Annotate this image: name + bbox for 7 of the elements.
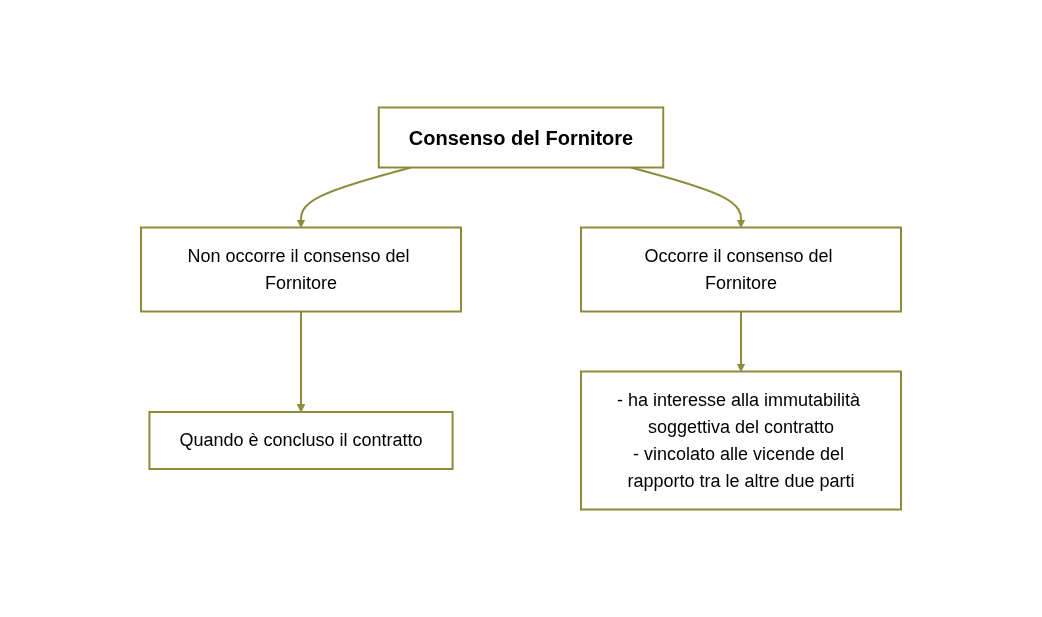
node-box: Occorre il consenso del Fornitore xyxy=(580,226,902,313)
node-box: Non occorre il consenso del Fornitore xyxy=(140,226,462,313)
node-box: - ha interesse alla immutabilità soggettiva del contratto - vincolato alle vicende del rapporto tra le altre due parti xyxy=(580,370,902,511)
arrow xyxy=(296,310,306,413)
arrow xyxy=(736,310,746,372)
node-box: Consenso del Fornitore xyxy=(377,106,665,169)
node-box: Quando è concluso il contratto xyxy=(148,411,454,470)
